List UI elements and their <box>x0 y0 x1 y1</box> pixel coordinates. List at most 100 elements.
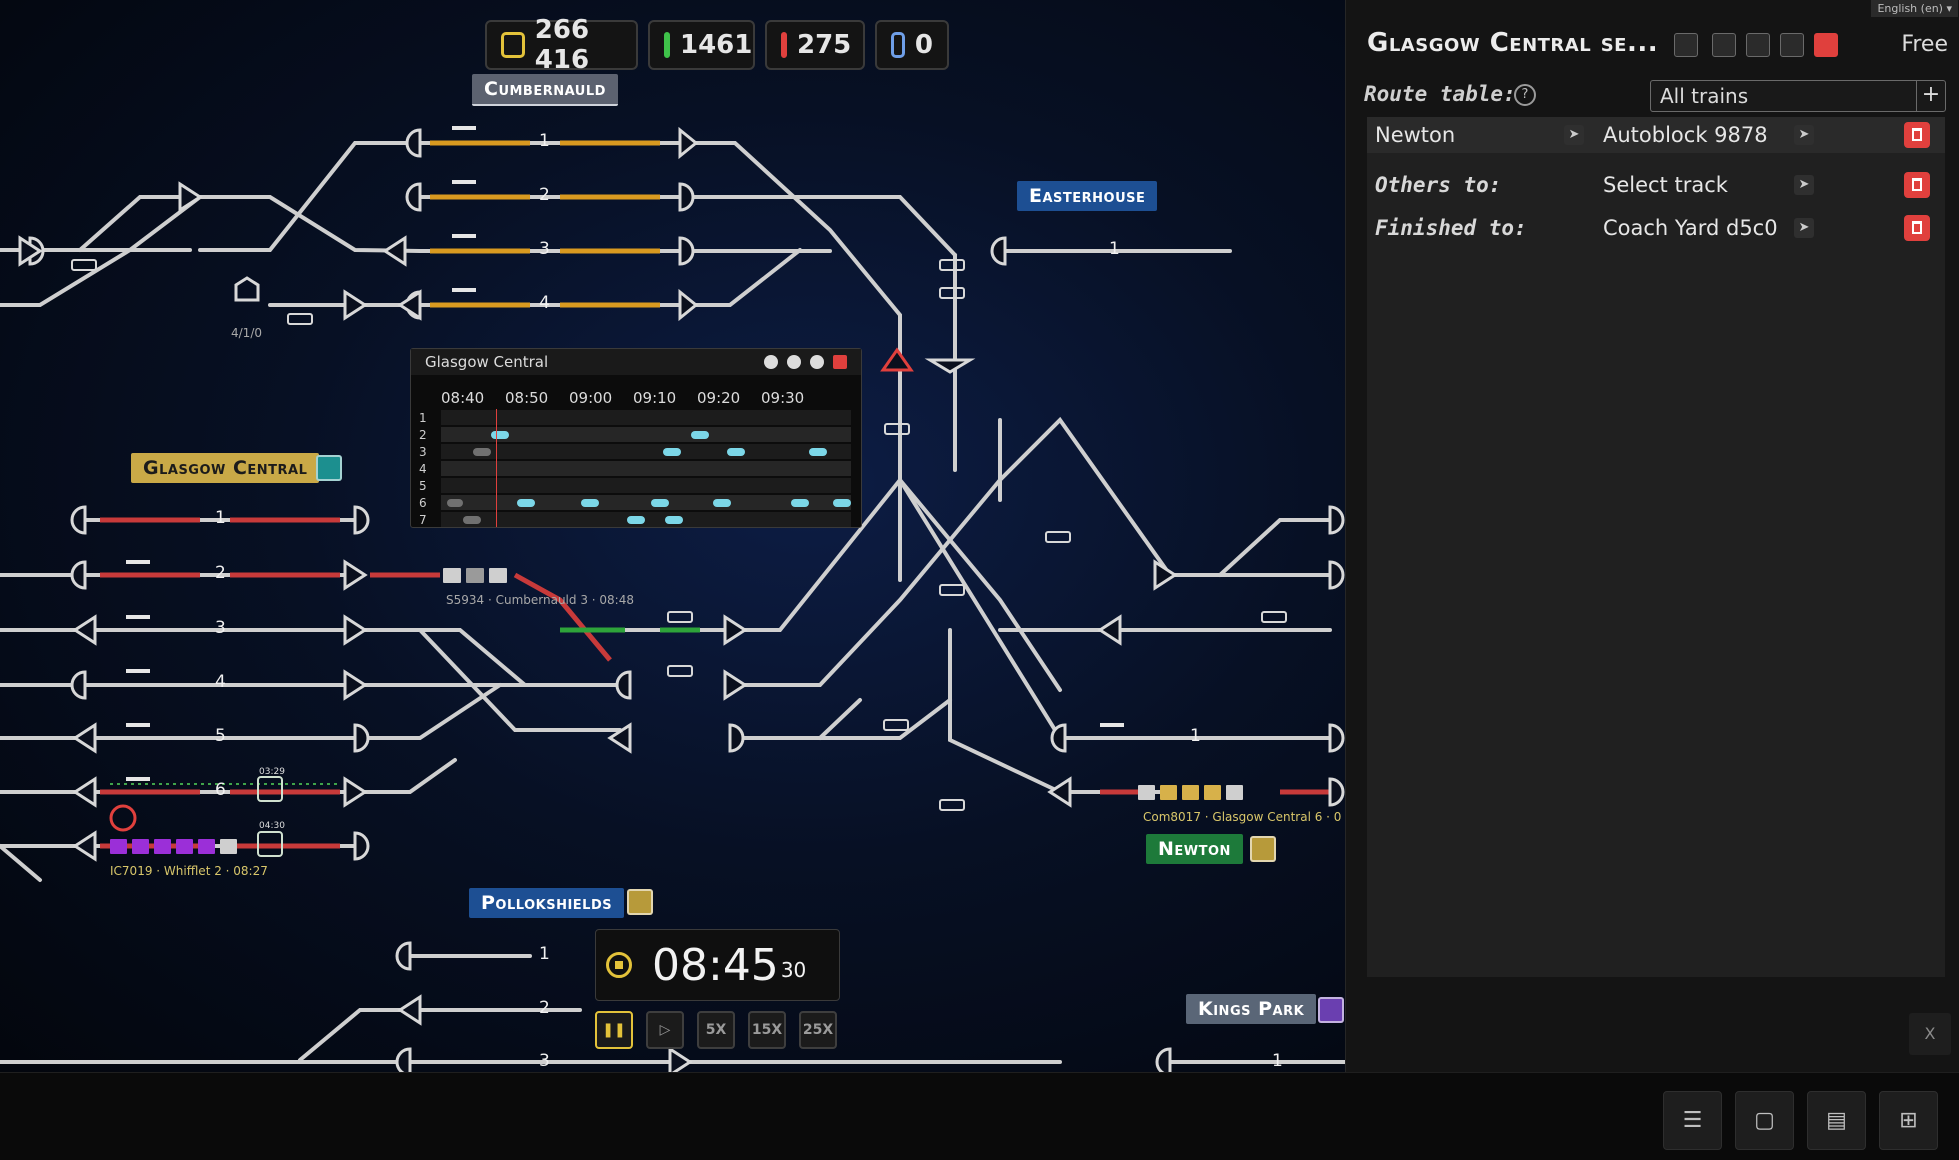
timetable-icon[interactable] <box>1250 836 1276 862</box>
platform-number: 3 <box>539 239 550 259</box>
platform-number: 1 <box>539 944 550 964</box>
platform-number: 6 <box>215 780 226 800</box>
popup-title: Glasgow Central <box>425 353 549 371</box>
slot[interactable] <box>627 516 645 524</box>
row-band[interactable] <box>441 410 851 425</box>
slot[interactable] <box>447 499 463 507</box>
route-to: Coach Yard d5c0 <box>1603 216 1778 240</box>
timetable-row: 3 <box>411 443 851 460</box>
speed-15x-button[interactable]: 15X <box>748 1011 786 1049</box>
panel-title: Glasgow Central se... <box>1367 28 1659 58</box>
delete-icon[interactable] <box>1814 33 1838 57</box>
slot[interactable] <box>727 448 745 456</box>
row-band[interactable] <box>441 512 851 527</box>
slot[interactable] <box>809 448 827 456</box>
slot[interactable] <box>833 499 851 507</box>
platform-number: 3 <box>539 1051 550 1071</box>
speed-5x-button[interactable]: 5X <box>697 1011 735 1049</box>
station-newton[interactable]: Newton <box>1146 834 1243 864</box>
new-document-button[interactable]: ⊞ <box>1879 1091 1938 1150</box>
time-axis: 08:40 08:50 09:00 09:10 09:20 09:30 <box>441 389 825 407</box>
copy-icon[interactable] <box>1712 33 1736 57</box>
row-band[interactable] <box>441 427 851 442</box>
row-band[interactable] <box>441 461 851 476</box>
pause-button[interactable]: ❚❚ <box>595 1011 633 1049</box>
timetable-icon[interactable] <box>627 889 653 915</box>
help-icon[interactable] <box>764 355 778 369</box>
edit-icon[interactable] <box>1674 33 1698 57</box>
station-easterhouse[interactable]: Easterhouse <box>1017 181 1158 211</box>
route-to: Autoblock 9878 <box>1603 123 1768 147</box>
settings-sliders-button[interactable]: ☰ <box>1663 1091 1722 1150</box>
document-button[interactable]: ▤ <box>1807 1091 1866 1150</box>
speed-25x-button[interactable]: 25X <box>799 1011 837 1049</box>
route-row[interactable]: Finished to: Coach Yard d5c0 ➤ <box>1367 210 1945 246</box>
duplicate-icon[interactable] <box>1746 33 1770 57</box>
row-number: 3 <box>419 444 427 459</box>
pause-icon: ❚❚ <box>602 1022 626 1038</box>
document-icon: ▤ <box>1826 1108 1847 1133</box>
slot[interactable] <box>491 431 509 439</box>
slot[interactable] <box>651 499 669 507</box>
train-label[interactable]: S5934 · Cumbernauld 3 · 08:48 <box>446 593 634 607</box>
slot[interactable] <box>517 499 535 507</box>
slot[interactable] <box>663 448 681 456</box>
pointer-icon[interactable]: ➤ <box>1564 125 1584 145</box>
slot[interactable] <box>581 499 599 507</box>
delete-route-button[interactable] <box>1904 122 1930 148</box>
slot[interactable] <box>463 516 481 524</box>
add-route-button[interactable]: + <box>1916 81 1945 111</box>
search-document-button[interactable]: ▢ <box>1735 1091 1794 1150</box>
lock-icon[interactable] <box>787 355 801 369</box>
stop-icon[interactable] <box>606 952 632 978</box>
close-button[interactable]: X <box>1909 1013 1951 1055</box>
train-icon <box>891 32 905 58</box>
delete-icon[interactable] <box>833 355 847 369</box>
delete-route-button[interactable] <box>1904 215 1930 241</box>
hierarchy-icon[interactable] <box>1780 33 1804 57</box>
station-pollokshields[interactable]: Pollokshields <box>469 888 625 918</box>
row-number: 1 <box>419 410 427 425</box>
platform-number: 1 <box>1272 1051 1283 1071</box>
clock-time: 08:45 <box>652 939 779 991</box>
train-filter-select[interactable]: All trains + <box>1650 80 1946 112</box>
timetable-icon[interactable] <box>1318 997 1344 1023</box>
slot[interactable] <box>691 431 709 439</box>
pointer-icon[interactable]: ➤ <box>1794 218 1814 238</box>
row-band[interactable] <box>441 495 851 510</box>
pointer-icon[interactable]: ➤ <box>1794 125 1814 145</box>
depot-label: 4/1/0 <box>231 326 262 340</box>
slot[interactable] <box>473 448 491 456</box>
blue-train-counter: 0 <box>875 20 949 70</box>
help-icon[interactable]: ? <box>1514 84 1536 106</box>
timetable-icon[interactable] <box>316 455 342 481</box>
station-kings-park[interactable]: Kings Park <box>1186 994 1317 1024</box>
station-timetable-popup[interactable]: Glasgow Central 08:40 08:50 09:00 09:10 … <box>410 348 862 528</box>
train-label[interactable]: Com8017 · Glasgow Central 6 · 0 <box>1143 810 1342 824</box>
play-button[interactable]: ▷ <box>646 1011 684 1049</box>
pointer-icon[interactable]: ➤ <box>1794 175 1814 195</box>
route-row[interactable]: Newton ➤ Autoblock 9878 ➤ <box>1367 117 1945 153</box>
status-text: Free <box>1901 32 1948 57</box>
green-train-counter: 1461 <box>648 20 755 70</box>
route-list: Newton ➤ Autoblock 9878 ➤ Others to: Sel… <box>1367 117 1945 977</box>
train-label[interactable]: IC7019 · Whifflet 2 · 08:27 <box>110 864 268 878</box>
route-row[interactable]: Others to: Select track ➤ <box>1367 167 1945 203</box>
track-layout[interactable] <box>0 0 1345 1072</box>
gear-icon[interactable] <box>810 355 824 369</box>
row-band[interactable] <box>441 478 851 493</box>
language-selector[interactable]: English (en) ▾ <box>1871 0 1958 17</box>
delete-route-button[interactable] <box>1904 172 1930 198</box>
row-band[interactable] <box>441 444 851 459</box>
time-tick: 08:50 <box>505 389 549 407</box>
platform-number: 4 <box>539 293 550 313</box>
slot[interactable] <box>665 516 683 524</box>
slot[interactable] <box>791 499 809 507</box>
red-train-counter: 275 <box>765 20 865 70</box>
sliders-icon: ☰ <box>1682 1108 1703 1133</box>
station-glasgow-central[interactable]: Glasgow Central <box>131 453 320 483</box>
slot[interactable] <box>713 499 731 507</box>
railway-map[interactable]: 266 416 1461 275 0 Cumbernauld Easterhou… <box>0 0 1345 1072</box>
platform-number: 1 <box>1190 726 1201 746</box>
station-cumbernauld[interactable]: Cumbernauld <box>472 74 618 106</box>
